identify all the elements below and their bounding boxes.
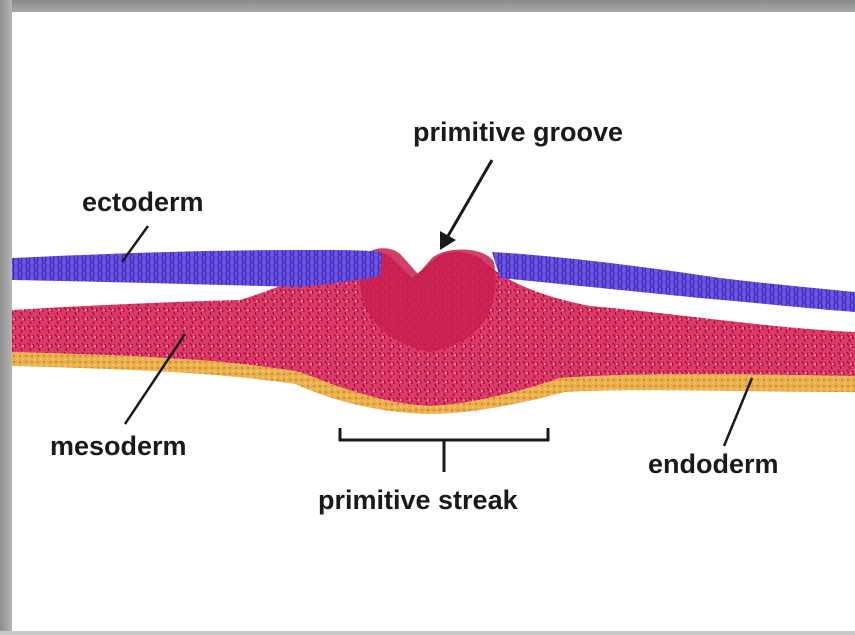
ectoderm-layer-left [12,250,382,287]
mesoderm-label: mesoderm [50,433,187,460]
ectoderm-label: ectoderm [82,189,204,216]
groove-leader-line [448,160,492,236]
primitive-streak-bracket [340,428,548,472]
primitive-groove-label: primitive groove [413,119,623,146]
endoderm-label: endoderm [648,451,779,478]
primitive-streak-label: primitive streak [318,487,518,514]
